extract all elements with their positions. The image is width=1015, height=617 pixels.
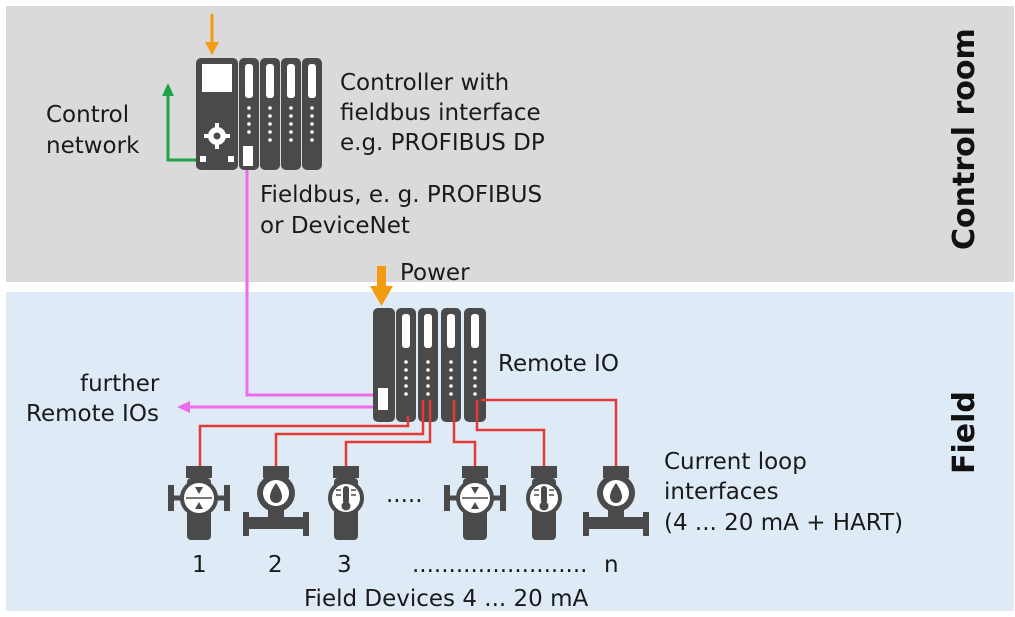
device-number-1: 1 — [192, 552, 207, 578]
field-label: Field — [947, 391, 982, 474]
device-number-3: 3 — [337, 552, 352, 578]
thermometer-icon — [534, 486, 554, 511]
thermometer-icon — [336, 486, 356, 511]
field-device-5 — [526, 466, 562, 540]
controller-label-2: fieldbus interface — [340, 100, 541, 126]
fieldbus-line — [177, 170, 378, 413]
drop-icon — [610, 483, 622, 503]
devices-ellipsis-short: ..... — [386, 482, 423, 508]
controller-label-3: e.g. PROFIBUS DP — [340, 130, 545, 156]
gear-icon — [204, 123, 230, 149]
field-devices-caption: Field Devices 4 ... 20 mA — [304, 586, 589, 612]
further-label-1: further — [80, 371, 160, 397]
device-number-n: n — [604, 552, 619, 578]
field-device-3 — [328, 466, 364, 540]
further-label-2: Remote IOs — [26, 401, 159, 427]
fieldbus-label-2: or DeviceNet — [260, 213, 410, 239]
control-room-label: Control room — [947, 28, 982, 250]
fieldbus-label-1: Fieldbus, e. g. PROFIBUS — [260, 182, 542, 208]
controller-label-1: Controller with — [340, 70, 509, 96]
field-device-2 — [243, 466, 309, 536]
field-device-1 — [168, 466, 230, 540]
remote-io-power-arrow — [370, 266, 393, 306]
devices-ellipsis-long: ........................ — [412, 552, 587, 578]
control-room-zone — [6, 6, 1014, 282]
flow-icon — [462, 487, 488, 509]
remote-io-device — [373, 308, 486, 422]
flow-icon — [186, 487, 212, 509]
drop-icon — [270, 483, 282, 503]
control-network-label-2: network — [46, 133, 140, 159]
device-number-2: 2 — [268, 552, 283, 578]
field-zone — [6, 292, 1014, 611]
field-device-n — [583, 466, 649, 536]
power-label: Power — [400, 260, 470, 286]
controller-device — [196, 58, 322, 170]
control-network-label-1: Control — [46, 102, 129, 128]
current-loop-label-1: Current loop — [664, 449, 807, 475]
current-loop-label-3: (4 ... 20 mA + HART) — [664, 510, 903, 536]
field-device-4 — [444, 466, 506, 540]
control-network-arrow — [162, 83, 196, 162]
current-loop-wires — [198, 398, 618, 470]
remote-io-label: Remote IO — [498, 351, 619, 377]
controller-power-arrow — [205, 14, 219, 55]
current-loop-label-2: interfaces — [664, 479, 779, 505]
